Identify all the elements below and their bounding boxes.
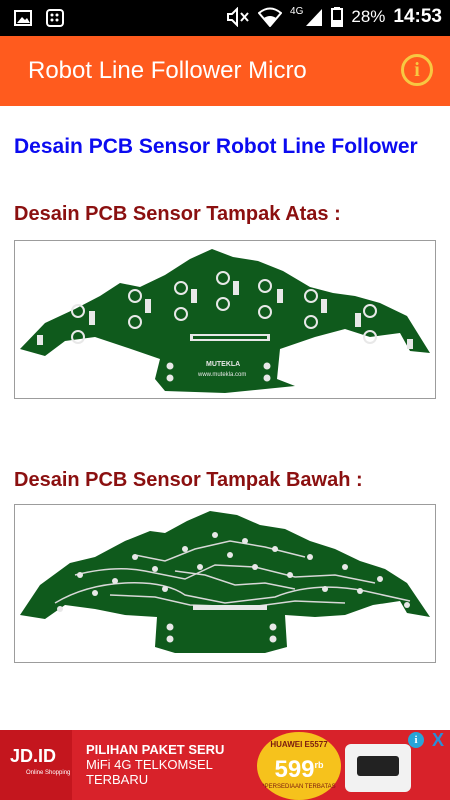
pcb-bottom-view-image bbox=[14, 504, 436, 663]
ad-close-icon[interactable]: X bbox=[431, 730, 444, 750]
pcb-url-label: www.mutekla.com bbox=[197, 372, 246, 378]
ad-info-icon[interactable]: i bbox=[408, 732, 424, 748]
ad-banner[interactable]: JD.ID Online Shopping PILIHAN PAKET SERU… bbox=[0, 730, 450, 800]
battery-icon bbox=[331, 7, 344, 27]
status-bar: 4G 28% 14:53 bbox=[0, 0, 450, 36]
clock: 14:53 bbox=[393, 6, 442, 27]
network-type: 4G bbox=[290, 5, 304, 17]
info-icon[interactable]: i bbox=[401, 54, 433, 86]
ad-text: PILIHAN PAKET SERU MiFi 4G TELKOMSEL TER… bbox=[86, 742, 225, 787]
main-heading: Desain PCB Sensor Robot Line Follower bbox=[14, 135, 418, 158]
section-heading-top-view: Desain PCB Sensor Tampak Atas : bbox=[14, 203, 341, 225]
ad-device-image bbox=[345, 744, 411, 792]
bbm-icon bbox=[46, 9, 64, 27]
wifi-icon bbox=[258, 7, 283, 27]
battery-percent: 28% bbox=[351, 7, 386, 26]
pcb-brand-label: MUTEKLA bbox=[206, 361, 240, 368]
pcb-top-view-image: MUTEKLA www.mutekla.com bbox=[14, 240, 436, 399]
ad-price-badge: HUAWEI E5577 599rb *PERSEDIAAN TERBATAS bbox=[257, 732, 341, 800]
main-content: Desain PCB Sensor Robot Line Follower De… bbox=[0, 106, 450, 730]
section-heading-bottom-view: Desain PCB Sensor Tampak Bawah : bbox=[14, 469, 363, 491]
volume-mute-icon bbox=[227, 7, 249, 27]
app-bar: Robot Line Follower Micro i bbox=[0, 36, 450, 106]
ad-logo: JD.ID Online Shopping bbox=[0, 730, 72, 800]
app-title: Robot Line Follower Micro bbox=[28, 57, 307, 84]
signal-icon bbox=[306, 9, 323, 26]
image-icon bbox=[14, 10, 32, 26]
